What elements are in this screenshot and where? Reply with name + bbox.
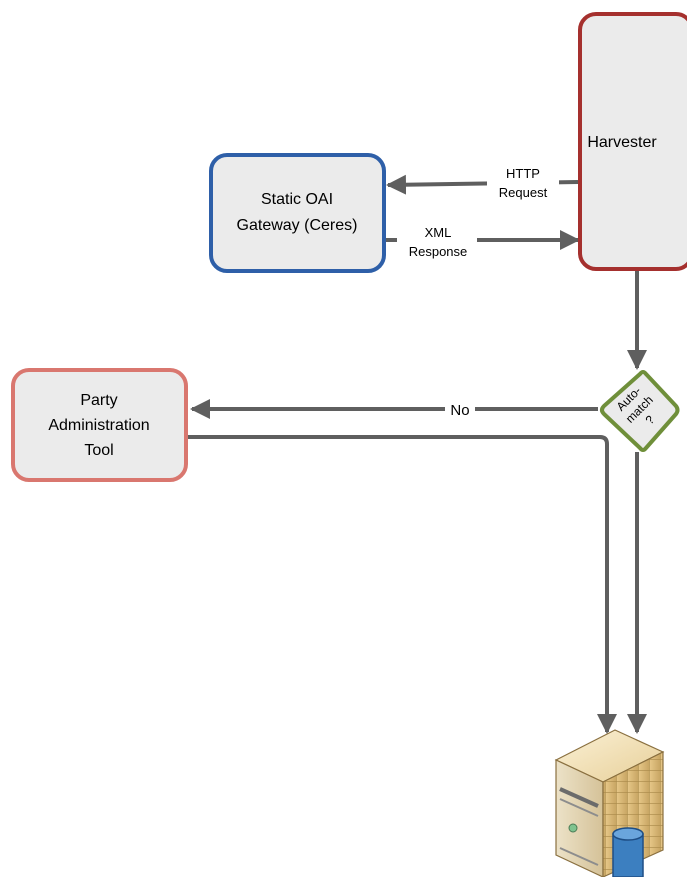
no-label: No	[445, 400, 475, 419]
svg-text:XML: XML	[425, 225, 452, 240]
svg-text:Tool: Tool	[84, 442, 113, 459]
svg-text:Party: Party	[80, 392, 117, 409]
edge-party-to-database	[186, 435, 617, 734]
svg-text:Static OAI: Static OAI	[261, 191, 333, 208]
harvester-node: Harvester	[578, 12, 687, 271]
svg-text:Administration: Administration	[48, 417, 149, 434]
harvester-label: Harvester	[587, 134, 657, 151]
svg-text:Request: Request	[499, 185, 548, 200]
svg-text:HTTP: HTTP	[506, 166, 540, 181]
auto-match-decision-node: Auto- match ?	[600, 370, 680, 452]
svg-text:No: No	[450, 402, 469, 419]
svg-text:Gateway (Ceres): Gateway (Ceres)	[237, 217, 358, 234]
gateway-node: Static OAI Gateway (Ceres)	[209, 153, 386, 273]
xml-response-label: XML Response	[397, 222, 477, 262]
http-request-label: HTTP Request	[487, 163, 559, 203]
party-administration-tool-node: Party Administration Tool	[11, 368, 188, 482]
database-server-icon	[554, 729, 665, 877]
svg-text:Response: Response	[409, 244, 468, 259]
